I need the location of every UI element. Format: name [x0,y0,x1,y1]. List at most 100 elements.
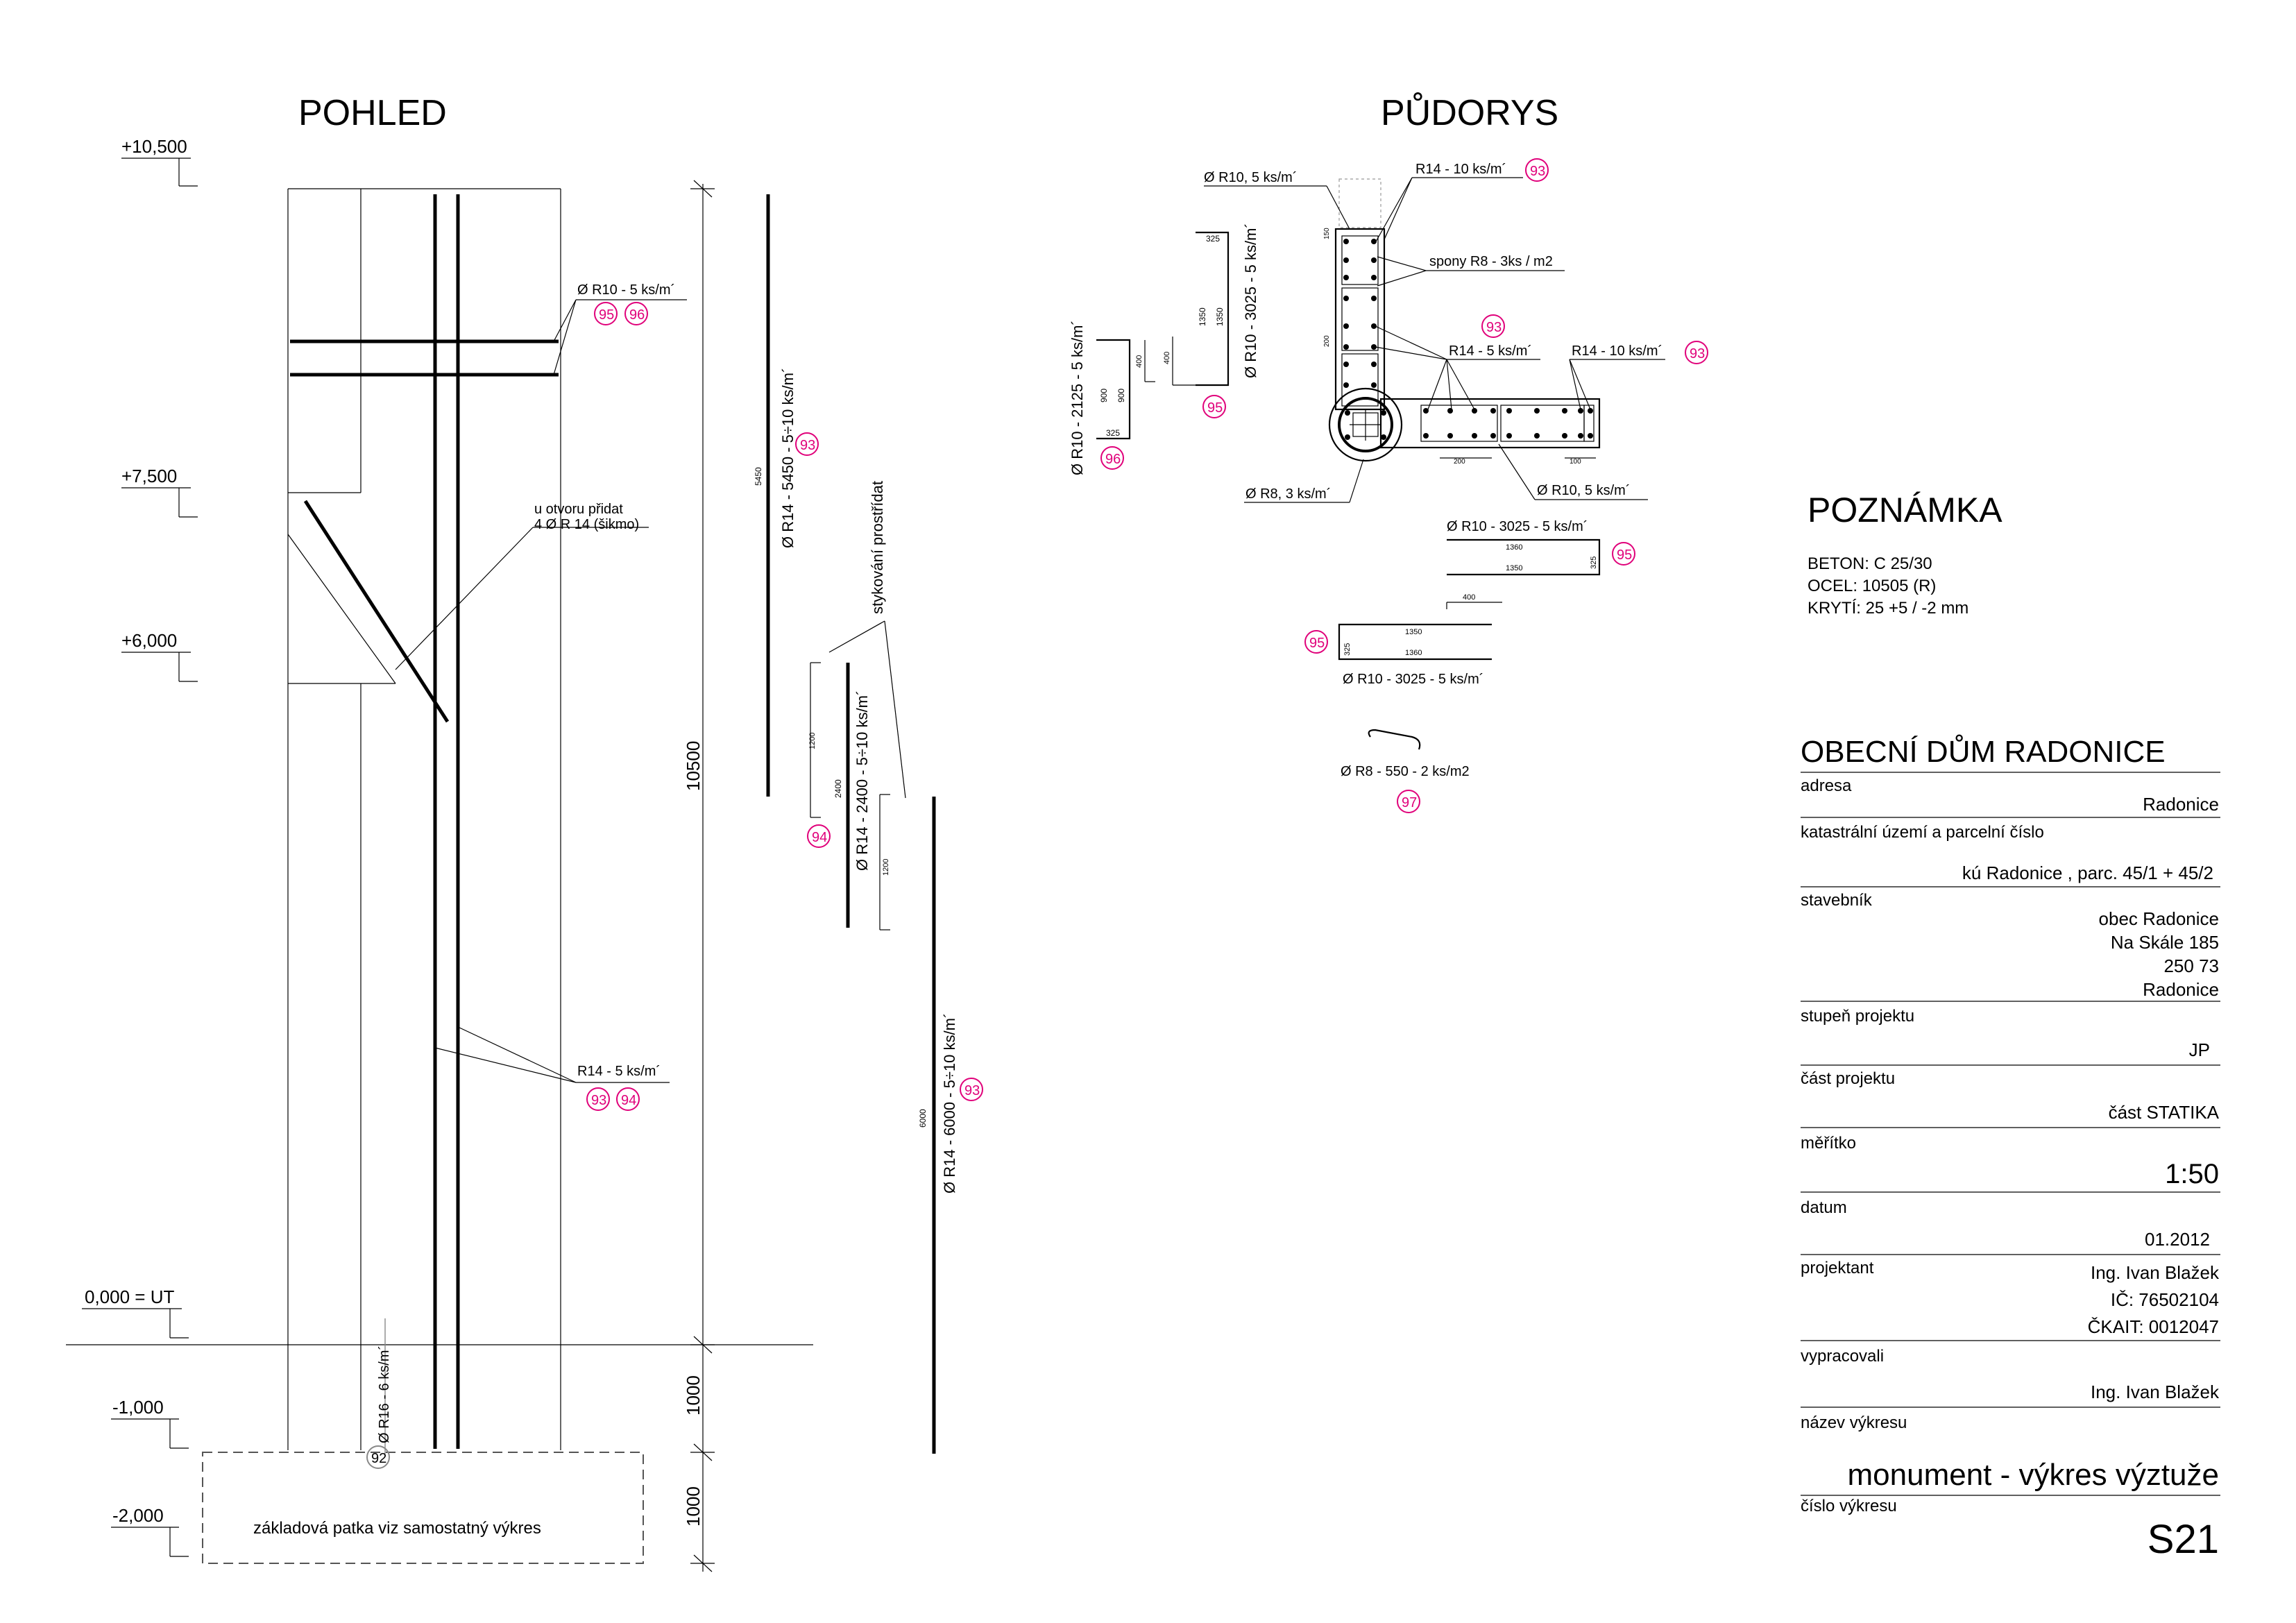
tb-datum: 01.2012 [2145,1229,2210,1250]
mark-92: 92 [366,1445,390,1469]
svg-text:+7,500: +7,500 [121,466,177,486]
bar-96-d3: 325 [1106,428,1120,438]
tb-stavebnik-label: stavebník [1801,891,1873,910]
elevation-title: POHLED [298,93,447,133]
level-mark: -1,000 [111,1397,189,1449]
tb-nazev: monument - výkres výztuže [1848,1458,2220,1492]
level-mark: +6,000 [121,630,198,682]
mark-93: 93 [960,1078,983,1101]
foundation-outline [202,1452,644,1564]
tb-adresa: Radonice [2143,794,2219,815]
level-mark: 0,000 = UT [82,1286,189,1339]
bar-94-dim: 1200 [808,733,817,749]
svg-text:94: 94 [812,830,827,845]
svg-text:95: 95 [1207,400,1223,416]
bar-94-length: 2400 [833,779,843,798]
level-mark: -2,000 [111,1505,189,1557]
svg-text:0,000 = UT: 0,000 = UT [85,1286,174,1307]
svg-text:96: 96 [629,307,645,323]
note-heading: POZNÁMKA [1808,491,2002,529]
mark-97: 97 [1397,790,1420,813]
svg-text:-1,000: -1,000 [112,1397,164,1418]
tb-adresa-label: adresa [1801,776,1852,795]
level-mark: +7,500 [121,466,198,518]
bar-schedule: Ø R14 - 5450 - 5÷10 ks/m´ 5450 stykování… [754,194,1259,1454]
bar-93-label: Ø R14 - 5450 - 5÷10 ks/m´ [779,368,797,548]
svg-text:93: 93 [1486,320,1502,335]
shape-95b-top: 1350 [1405,628,1422,636]
bar-93-length: 5450 [754,467,763,486]
project-name: OBECNÍ DŮM RADONICE [1801,733,2166,769]
svg-text:-2,000: -2,000 [112,1505,164,1526]
mark-93: 93 [586,1087,610,1111]
svg-text:93: 93 [1530,164,1545,179]
tb-vypracovali: Ing. Ivan Blažek [2091,1382,2220,1402]
bar-95-d4: 400 [1163,352,1171,364]
mark-93: 93 [1525,158,1549,182]
elevation-view: Ø R10 - 5 ks/m´ u otvoru přidat 4 Ø R 14… [66,180,813,1572]
plan-r10-right: Ø R10, 5 ks/m´ [1537,483,1630,498]
bar-96-label: Ø R10 - 2125 - 5 ks/m´ [1069,320,1086,475]
svg-text:93: 93 [964,1083,980,1098]
foundation-note: základová patka viz samostatný výkres [253,1519,541,1538]
tb-stupen-label: stupeň projektu [1801,1007,1914,1026]
note-line-3: KRYTÍ: 25 +5 / -2 mm [1808,599,1968,618]
mark-93: 93 [795,432,819,456]
tb-cislo: S21 [2148,1517,2219,1562]
svg-text:94: 94 [621,1093,636,1108]
svg-text:96: 96 [1105,452,1121,467]
bar-93-6000-label: Ø R14 - 6000 - 5÷10 ks/m´ [941,1013,958,1193]
plan-r10-top: Ø R10, 5 ks/m´ [1204,170,1297,185]
mark-94: 94 [807,824,831,848]
shape-95b-label: Ø R10 - 3025 - 5 ks/m´ [1343,672,1483,687]
plan-spony: spony R8 - 3ks / m2 [1429,254,1553,269]
dim-1000-b: 1000 [683,1486,704,1527]
bar-95-d1: 325 [1206,234,1220,244]
shape-97-label: Ø R8 - 550 - 2 ks/m2 [1341,764,1470,779]
plan-r8: Ø R8, 3 ks/m´ [1245,486,1331,502]
mark-95: 95 [594,302,618,325]
tb-cislo-label: číslo výkresu [1801,1497,1897,1515]
tb-projektant-3: ČKAIT: 0012047 [2088,1316,2219,1337]
svg-text:+6,000: +6,000 [121,630,177,651]
plan-r14-10: R14 - 10 ks/m´ [1572,343,1663,359]
mark-94: 94 [616,1087,640,1111]
bar-96-d1: 900 [1099,389,1109,402]
bar-96-d2: 900 [1116,389,1126,402]
tb-stavebnik-4: Radonice [2143,979,2219,1000]
bar-95-d3: 1350 [1215,307,1225,326]
tb-vypracovali-label: vypracovali [1801,1347,1884,1366]
shape-95b-side: 325 [1343,643,1352,656]
shape-95b-bot: 1360 [1405,649,1422,657]
bar-94-label: Ø R14 - 2400 - 5÷10 ks/m´ [853,690,871,871]
plan-view: 150 200 200 100 Ø R10, 5 ks/m´ R14 - 10 … [1204,162,1665,503]
opening-note-2: 4 Ø R 14 (šikmo) [534,517,639,532]
note-line-2: OCEL: 10505 (R) [1808,577,1936,595]
shape-details: Ø R10 - 3025 - 5 ks/m´ 1360 1350 325 400… [1338,519,1601,779]
svg-text:93: 93 [800,438,815,453]
mark-95: 95 [1202,395,1226,418]
tb-meritko: 1:50 [2165,1159,2219,1189]
bar-93-6000-dim: 1200 [882,859,890,876]
dim-1000-a: 1000 [683,1375,704,1416]
plan-r14-top: R14 - 10 ks/m´ [1415,162,1506,177]
svg-text:92: 92 [371,1451,386,1466]
mark-96: 96 [1100,446,1124,470]
r16-label: Ø R16 - 6 ks/m´ [377,1345,392,1443]
bar-95-d2: 1350 [1198,307,1207,326]
note-line-1: BETON: C 25/30 [1808,554,1932,573]
bar-96-d4: 400 [1135,355,1143,368]
plan-title: PŮDORYS [1381,92,1558,133]
mark-95: 95 [1304,630,1328,654]
tb-datum-label: datum [1801,1198,1847,1217]
note-block: POZNÁMKA BETON: C 25/30 OCEL: 10505 (R) … [1808,491,2002,618]
level-marks: +10,500 +7,500 +6,000 0,000 = UT -1,000 [82,136,198,1557]
svg-text:95: 95 [599,307,614,323]
tb-katastr-label: katastrální území a parcelní číslo [1801,823,2044,842]
tb-stavebnik-1: obec Radonice [2099,908,2219,929]
plan-r14-5: R14 - 5 ks/m´ [1449,343,1532,359]
splice-note: stykování prostřídat [869,481,886,614]
shape-95a-label: Ø R10 - 3025 - 5 ks/m´ [1447,519,1588,534]
tb-nazev-label: název výkresu [1801,1413,1907,1432]
